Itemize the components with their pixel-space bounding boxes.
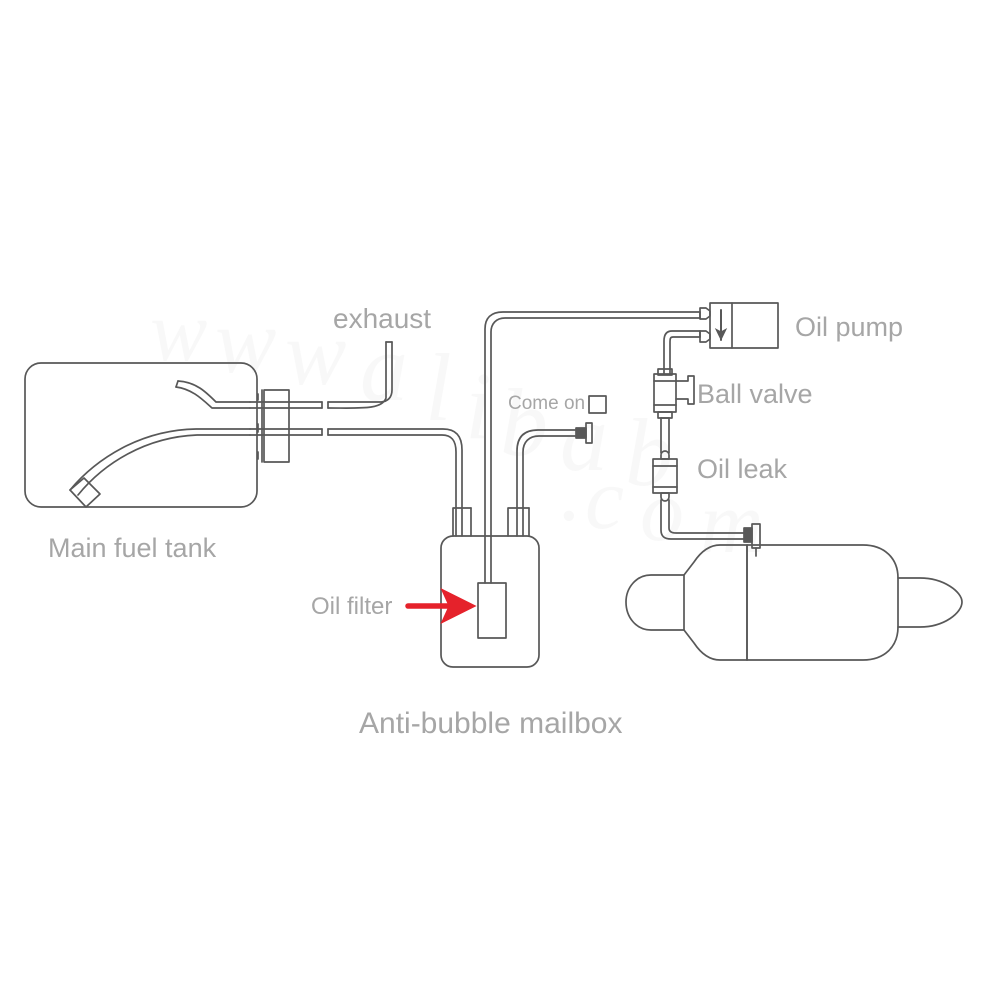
- anti-bubble-mailbox-body: [440, 535, 540, 668]
- leak-to-engine-pipe: [660, 499, 746, 540]
- mailbox-dip-tube: [484, 535, 492, 584]
- tank-pickup-tube: [69, 428, 251, 496]
- pump-to-ball-valve-pipe: [663, 330, 701, 375]
- come-on-nipple: [575, 422, 593, 444]
- label-oil-leak: Oil leak: [697, 454, 788, 484]
- valve-to-leak-pipe: [660, 417, 670, 454]
- tank-return-tube: [175, 380, 251, 409]
- label-main-fuel-tank: Main fuel tank: [48, 533, 217, 563]
- engine-body: [625, 544, 963, 661]
- tank-to-mailbox-pipe: [327, 428, 463, 537]
- come-on-pipe: [516, 429, 576, 537]
- label-exhaust: exhaust: [333, 303, 432, 334]
- ball-valve-body: [653, 368, 677, 419]
- ball-valve-handle: [675, 375, 695, 405]
- svg-text:i: i: [465, 352, 492, 459]
- oil-pump-body: [709, 302, 779, 349]
- tank-bulkhead-fitting: [257, 389, 290, 463]
- svg-text:b: b: [625, 399, 673, 506]
- oil-pump-port-lower: [699, 330, 711, 343]
- svg-text:.: .: [560, 443, 582, 540]
- bulkhead-upper-pipe: [249, 401, 323, 409]
- label-anti-bubble-mailbox: Anti-bubble mailbox: [359, 707, 623, 740]
- label-oil-pump: Oil pump: [795, 312, 904, 342]
- label-oil-filter: Oil filter: [311, 593, 393, 620]
- engine-inlet-nipple: [743, 523, 761, 557]
- tank-pickup-foot: [69, 477, 101, 508]
- bulkhead-lower-pipe: [249, 428, 323, 436]
- oil-pump-port-upper: [699, 307, 711, 320]
- oil-filter-element: [477, 582, 507, 639]
- label-ball-valve: Ball valve: [697, 379, 813, 409]
- svg-text:b: b: [500, 369, 548, 476]
- svg-text:w: w: [215, 290, 276, 392]
- mailbox-top-collars: [452, 507, 530, 537]
- label-come-on: Come on: [508, 393, 586, 414]
- svg-text:a: a: [360, 314, 408, 421]
- svg-text:c: c: [585, 451, 624, 548]
- come-on-legend-square: [588, 395, 607, 414]
- svg-text:l: l: [425, 334, 452, 441]
- svg-text:w: w: [285, 302, 346, 404]
- oil-leak-body: [652, 450, 678, 502]
- exhaust-pipe: [327, 341, 393, 409]
